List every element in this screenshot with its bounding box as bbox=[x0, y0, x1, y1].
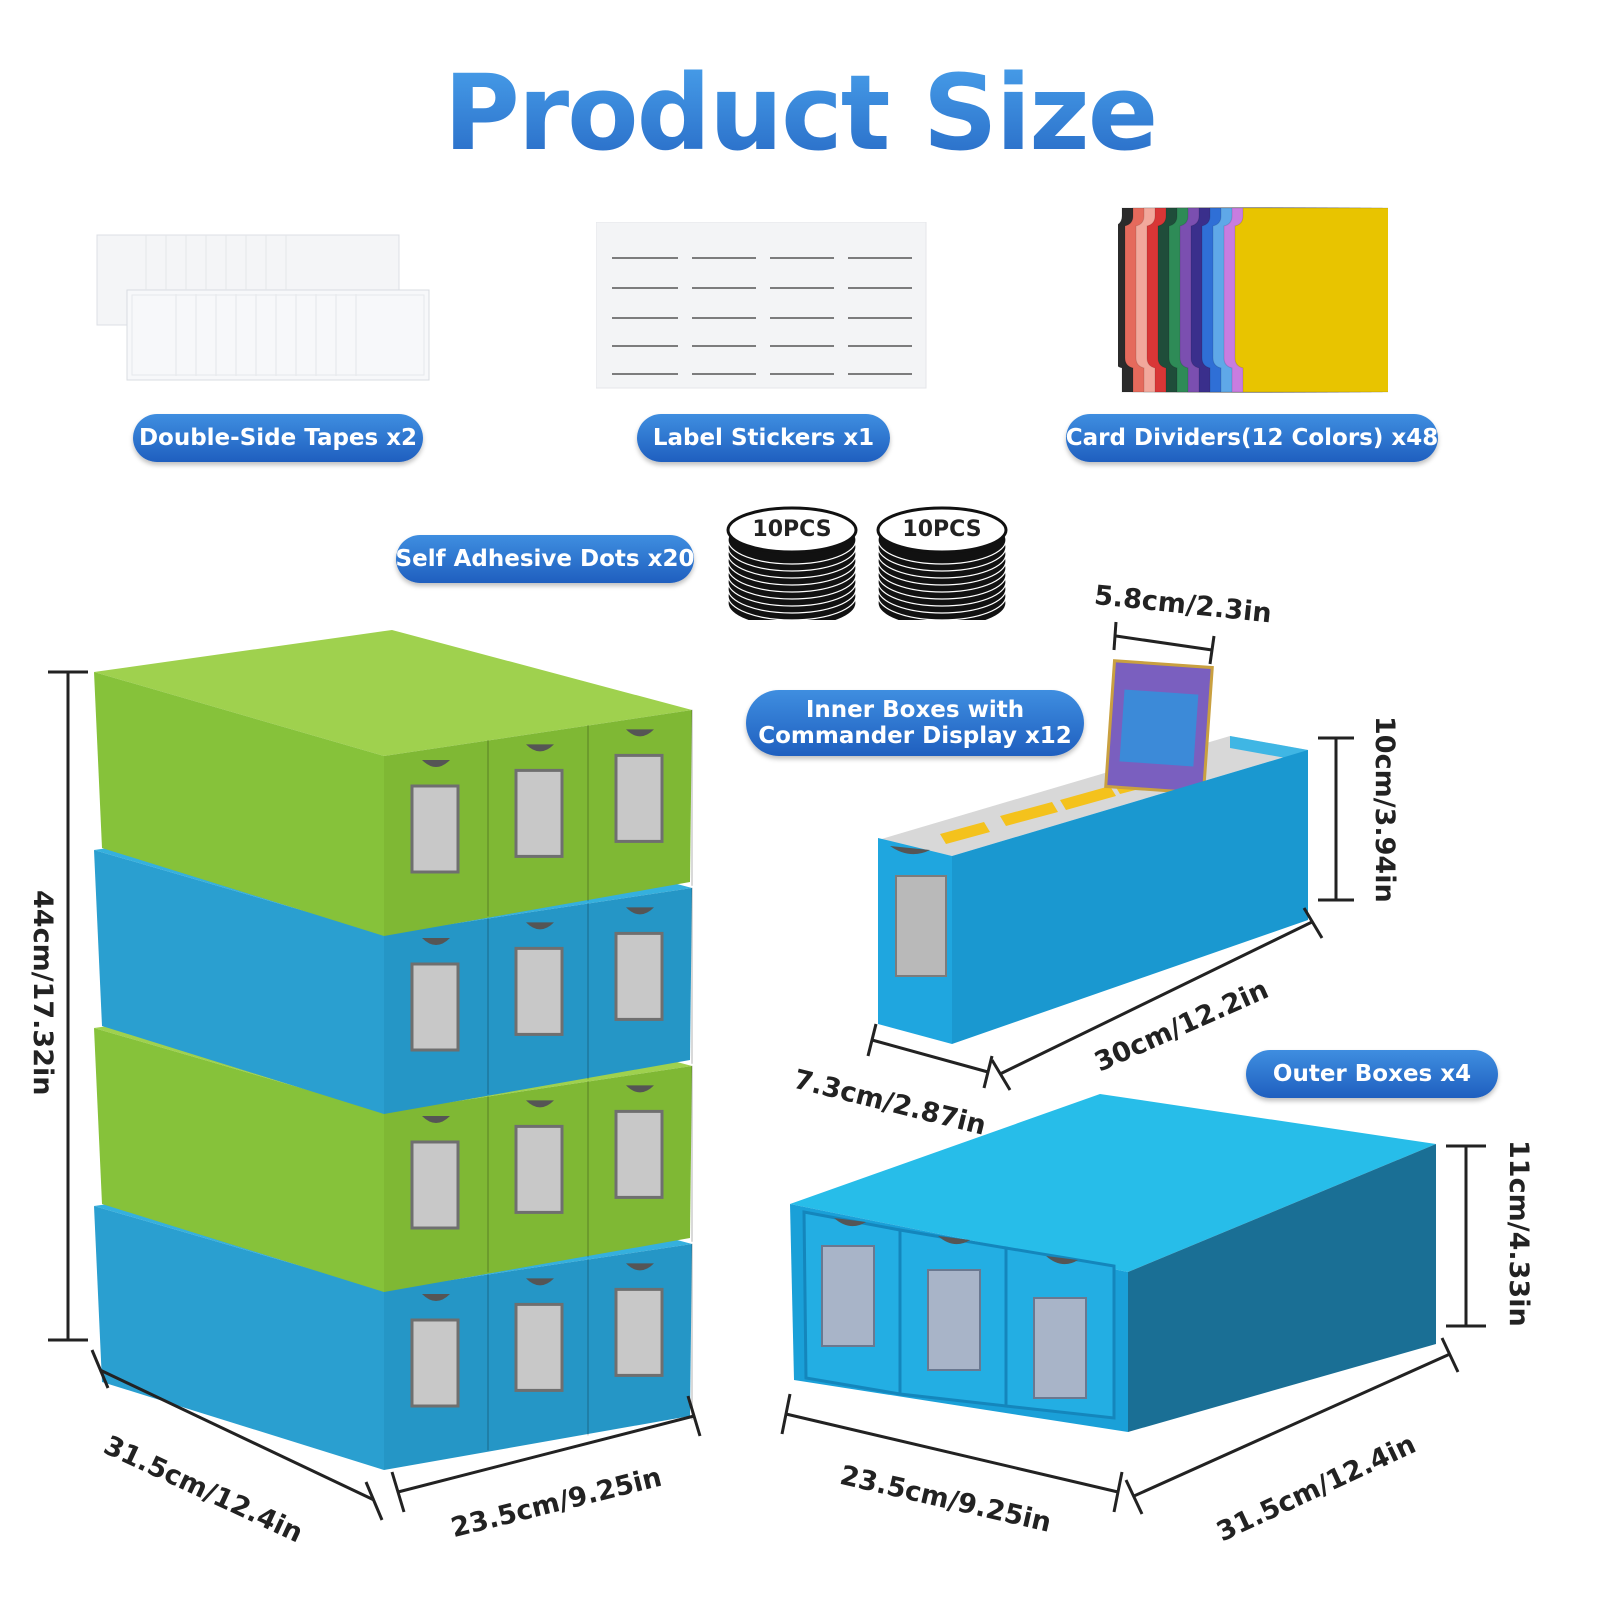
stack-width-dimension-line bbox=[390, 1395, 702, 1513]
dots-stack-1-image: 10PCS bbox=[726, 506, 858, 620]
stack-height-label: 44cm/17.32in bbox=[27, 890, 58, 1096]
outer-depth-dimension-line bbox=[1124, 1337, 1460, 1515]
inner-boxes-label-line2: Commander Display x12 bbox=[758, 723, 1072, 749]
inner-boxes-label-pill: Inner Boxes with Commander Display x12 bbox=[746, 690, 1084, 756]
drawer-window bbox=[514, 1302, 564, 1392]
inner-boxes-label-line1: Inner Boxes with bbox=[805, 697, 1025, 723]
inner-width-dimension-line bbox=[1112, 621, 1216, 665]
stack-layer-box bbox=[94, 630, 693, 936]
stack-height-dimension-line bbox=[48, 670, 88, 1342]
drawer-window bbox=[514, 946, 564, 1036]
dots-stack-2-image: 10PCS bbox=[876, 506, 1008, 620]
tapes-label-pill: Double-Side Tapes x2 bbox=[133, 414, 423, 462]
outer-box-image bbox=[780, 1094, 1486, 1515]
drawer-window bbox=[410, 1318, 460, 1408]
drawer-window bbox=[614, 931, 664, 1021]
dots-stack-2-label: 10PCS bbox=[902, 517, 981, 542]
adhesive-dot-top bbox=[726, 506, 858, 554]
adhesive-dot-top bbox=[876, 506, 1008, 554]
inner-box-image bbox=[866, 621, 1354, 1091]
drawer-window bbox=[614, 1109, 664, 1199]
outer-height-dimension-line bbox=[1446, 1144, 1486, 1328]
outer-height-label: 11cm/4.33in bbox=[1503, 1140, 1534, 1327]
drawer-window bbox=[614, 1287, 664, 1377]
drawer-window bbox=[614, 753, 664, 843]
outer-boxes-label-pill: Outer Boxes x4 bbox=[1246, 1050, 1498, 1098]
label-stickers-image bbox=[596, 222, 927, 389]
inner-length-dimension-line bbox=[990, 907, 1324, 1091]
stacked-boxes-image bbox=[48, 630, 702, 1521]
dividers-label-pill: Card Dividers(12 Colors) x48 bbox=[1066, 414, 1438, 462]
card-dividers-image bbox=[1118, 207, 1388, 393]
drawer-window bbox=[410, 784, 460, 874]
drawer-window bbox=[410, 1140, 460, 1230]
inner-height-dimension-line bbox=[1318, 736, 1354, 902]
drawer-window bbox=[514, 1124, 564, 1214]
inner-depth-dimension-line bbox=[866, 1023, 994, 1089]
inner-height-label: 10cm/3.94in bbox=[1369, 716, 1400, 903]
stack-depth-dimension-line bbox=[90, 1349, 384, 1521]
outer-width-dimension-line bbox=[780, 1393, 1124, 1513]
page-title: Product Size bbox=[0, 52, 1600, 174]
drawer-window bbox=[410, 962, 460, 1052]
dots-label-pill: Self Adhesive Dots x20 bbox=[396, 535, 694, 583]
divider-card bbox=[1234, 207, 1388, 393]
double-side-tapes-image bbox=[96, 234, 430, 381]
drawer-window bbox=[514, 768, 564, 858]
stickers-label-pill: Label Stickers x1 bbox=[637, 414, 890, 462]
dots-stack-1-label: 10PCS bbox=[752, 517, 831, 542]
